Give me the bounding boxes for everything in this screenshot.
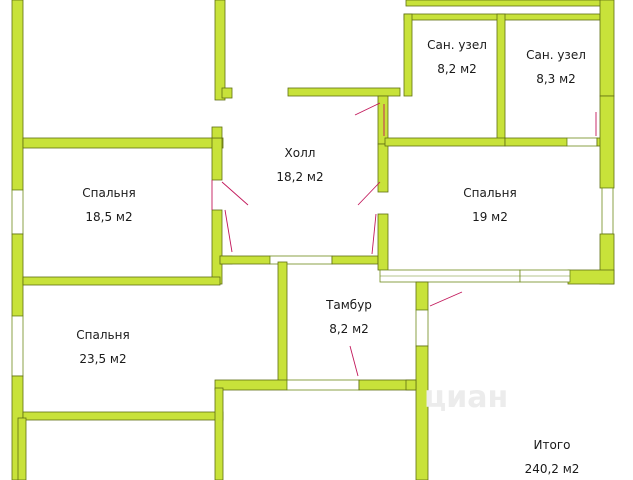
watermark: циан	[424, 380, 509, 415]
wall	[211, 126, 223, 139]
room-area: 23,5 м2	[79, 352, 127, 366]
door-swing	[221, 181, 249, 206]
room-label-bedroom-lower: Спальня 23,5 м2	[76, 328, 129, 366]
room-name: Сан. узел	[427, 38, 487, 52]
room-area: 8,2 м2	[329, 322, 369, 336]
wall	[496, 13, 506, 141]
wall	[504, 137, 568, 147]
wall	[11, 233, 24, 317]
wall	[219, 255, 271, 265]
room-name: Сан. узел	[526, 48, 586, 62]
wall	[277, 261, 288, 385]
wall	[221, 87, 233, 99]
wall	[377, 143, 389, 193]
wall	[415, 345, 429, 480]
room-name: Тамбур	[326, 298, 372, 312]
wall	[11, 0, 24, 191]
window	[415, 309, 429, 347]
room-label-bath-1: Сан. узел 8,2 м2	[427, 38, 487, 76]
door-swing	[224, 209, 233, 253]
room-name: Спальня	[76, 328, 130, 342]
wall	[403, 13, 413, 97]
room-area: 18,2 м2	[276, 170, 324, 184]
room-label-bath-2: Сан. узел 8,3 м2	[526, 48, 586, 86]
room-area: 8,3 м2	[536, 72, 576, 86]
room-name: Спальня	[463, 186, 517, 200]
door-swing	[349, 345, 359, 377]
wall	[211, 209, 223, 285]
wall	[377, 213, 389, 271]
total-name: Итого	[533, 438, 571, 452]
wall	[331, 255, 379, 265]
wall	[405, 379, 417, 391]
wall	[17, 417, 27, 480]
door-swing	[357, 181, 381, 206]
room-area: 18,5 м2	[85, 210, 133, 224]
room-area: 19 м2	[472, 210, 508, 224]
window	[601, 187, 614, 235]
wall	[287, 87, 401, 97]
door-swing	[354, 102, 381, 116]
door-swing	[429, 291, 463, 307]
wall	[211, 137, 223, 181]
wall	[405, 0, 603, 7]
room-label-hall: Холл 18,2 м2	[276, 146, 323, 184]
door-swing	[371, 213, 377, 255]
window	[11, 189, 24, 235]
wall	[384, 137, 506, 147]
wall	[415, 281, 429, 311]
wall	[214, 387, 224, 480]
window	[11, 315, 24, 377]
total-area-label: Итого 240,2 м2	[525, 438, 580, 476]
room-name: Холл	[284, 146, 316, 160]
wall	[567, 269, 615, 285]
room-label-vestibule: Тамбур 8,2 м2	[326, 298, 372, 336]
room-name: Спальня	[82, 186, 136, 200]
room-label-bedroom-left: Спальня 18,5 м2	[82, 186, 135, 224]
room-area: 8,2 м2	[437, 62, 477, 76]
wall	[214, 379, 288, 391]
room-label-bedroom-right: Спальня 19 м2	[463, 186, 516, 224]
door-opening	[286, 379, 360, 391]
total-area: 240,2 м2	[524, 462, 580, 476]
wall	[22, 137, 224, 149]
wall	[214, 0, 226, 101]
door-opening	[566, 137, 598, 147]
wall	[22, 411, 224, 421]
wall	[22, 276, 221, 286]
wall	[599, 0, 615, 97]
wall	[599, 95, 615, 189]
